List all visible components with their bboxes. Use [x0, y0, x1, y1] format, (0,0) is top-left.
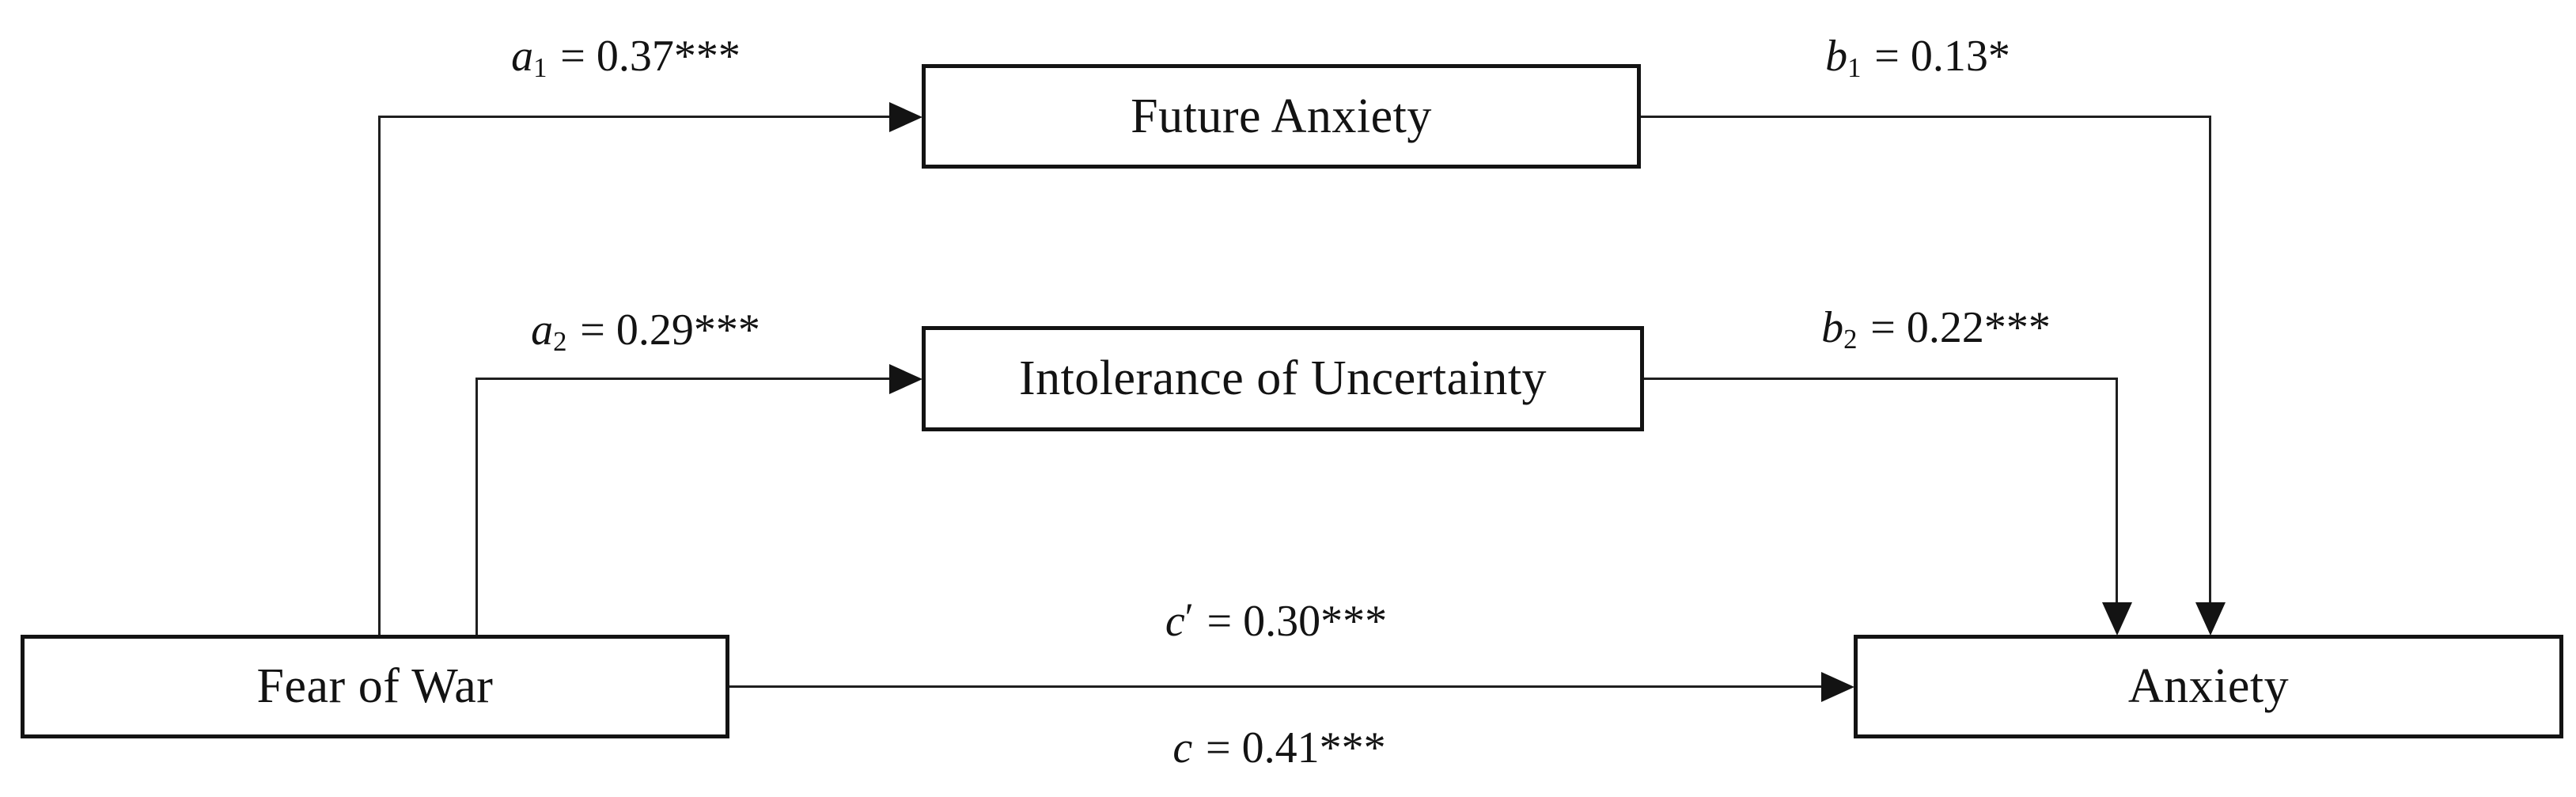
node-fear-of-war: Fear of War — [21, 635, 729, 738]
path-label-b1: b1 = 0.13* — [1825, 32, 2010, 84]
coefficient-value: = 0.22*** — [1870, 303, 2051, 352]
coefficient-letter: a — [531, 306, 554, 355]
coefficient-subscript: 2 — [1843, 324, 1858, 355]
node-anxiety-label: Anxiety — [2127, 659, 2290, 713]
path-label-a2: a2 = 0.29*** — [531, 306, 760, 358]
coefficient-subscript: 2 — [553, 326, 567, 358]
path-label-c-total: c = 0.41*** — [1172, 723, 1385, 773]
coefficient-prime: ′ — [1184, 594, 1194, 639]
path-a1-vertical-segment — [378, 116, 381, 635]
path-b1-vertical-segment — [2209, 116, 2211, 603]
node-intolerance-of-uncertainty: Intolerance of Uncertainty — [922, 326, 1644, 431]
node-future-anxiety-label: Future Anxiety — [1131, 89, 1432, 143]
arrowhead-a2-icon — [889, 364, 922, 394]
arrowhead-b2-icon — [2102, 602, 2132, 636]
path-a1-horizontal-segment — [378, 116, 890, 118]
path-label-b2: b2 = 0.22*** — [1821, 303, 2051, 355]
coefficient-letter: a — [511, 32, 534, 81]
coefficient-letter: b — [1821, 303, 1844, 352]
arrowhead-b1-icon — [2195, 602, 2226, 636]
path-b2-horizontal-segment — [1644, 378, 2118, 380]
node-fear-of-war-label: Fear of War — [256, 659, 494, 713]
coefficient-letter: c — [1172, 723, 1193, 772]
coefficient-value: = 0.29*** — [580, 306, 760, 355]
coefficient-value: = 0.30*** — [1207, 597, 1388, 646]
coefficient-subscript: 1 — [1847, 52, 1862, 84]
node-intolerance-of-uncertainty-label: Intolerance of Uncertainty — [1018, 351, 1547, 405]
coefficient-letter: c — [1165, 597, 1185, 646]
path-label-a1: a1 = 0.37*** — [511, 32, 741, 84]
arrowhead-c-icon — [1821, 672, 1854, 702]
node-anxiety: Anxiety — [1854, 635, 2563, 738]
arrowhead-a1-icon — [889, 102, 922, 132]
coefficient-value: = 0.37*** — [560, 32, 741, 81]
path-b1-horizontal-segment — [1641, 116, 2211, 118]
path-label-c-direct: c′ = 0.30*** — [1165, 594, 1388, 647]
path-a2-horizontal-segment — [475, 378, 890, 380]
path-c-direct-segment — [729, 685, 1822, 688]
coefficient-value: = 0.13* — [1874, 32, 2010, 81]
coefficient-value: = 0.41*** — [1206, 723, 1386, 772]
path-b2-vertical-segment — [2116, 378, 2118, 603]
node-future-anxiety: Future Anxiety — [922, 64, 1641, 169]
coefficient-subscript: 1 — [533, 52, 547, 84]
coefficient-letter: b — [1825, 32, 1848, 81]
path-a2-vertical-segment — [475, 378, 478, 635]
